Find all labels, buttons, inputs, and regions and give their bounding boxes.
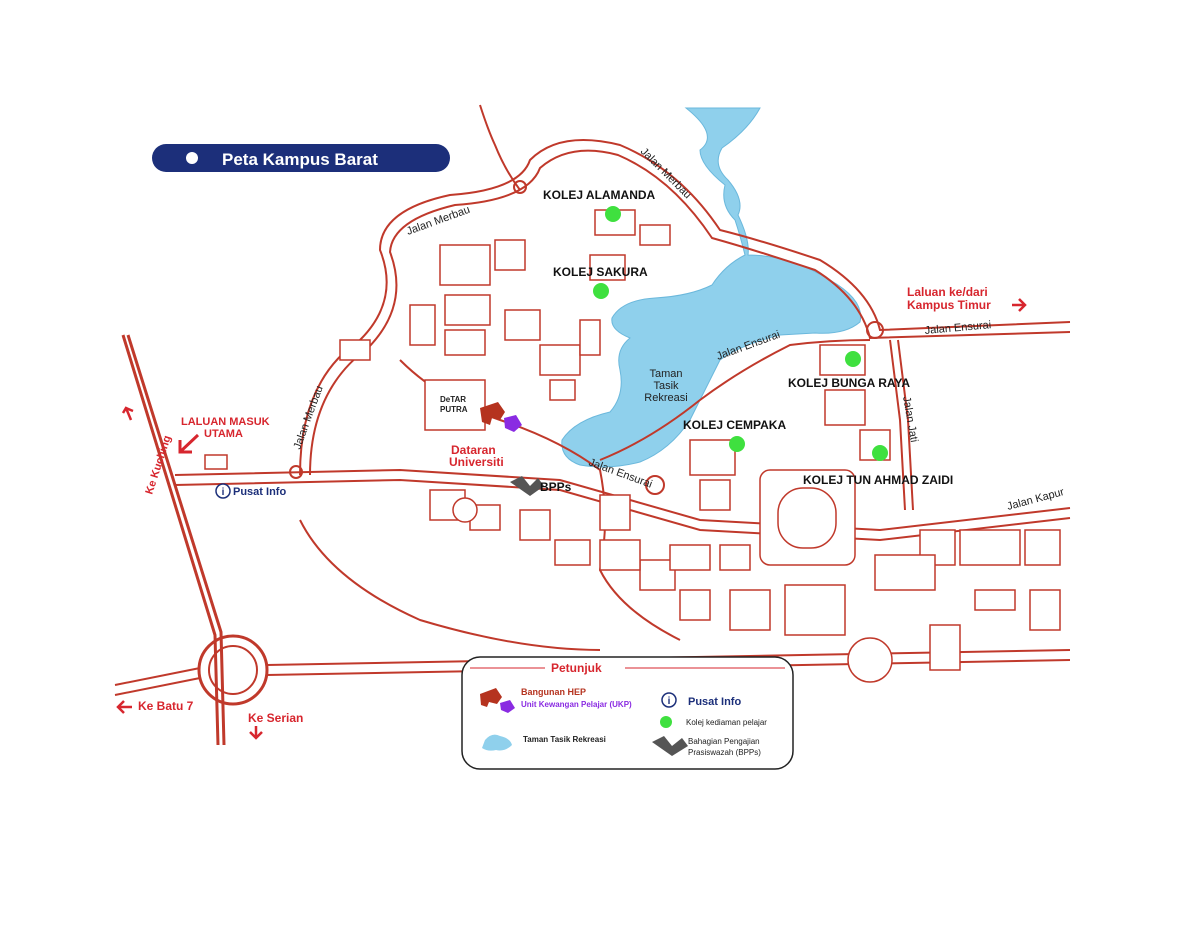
legend-kolej-icon	[660, 716, 672, 728]
ke-batu7-label: Ke Batu 7	[138, 699, 194, 713]
legend-info-icon	[661, 692, 677, 708]
svg-text:i: i	[222, 487, 225, 498]
legend-lake-icon	[482, 734, 512, 751]
label-bunga-raya[interactable]: KOLEJ BUNGA RAYA	[788, 376, 910, 390]
bullet-icon	[186, 152, 198, 164]
street-merbau-3: Jalan Merbau	[292, 384, 326, 451]
legend-bpps-line2: Prasiswazah (BPPs)	[688, 748, 761, 757]
kolej-markers	[593, 206, 888, 461]
dataran-label-line2: Universiti	[449, 455, 504, 469]
bpps-label[interactable]: BPPs	[540, 480, 572, 494]
ukp-building-icon	[504, 415, 522, 432]
legend-kolej-label: Kolej kediaman pelajar	[686, 718, 767, 727]
label-tun-ahmad-zaidi[interactable]: KOLEJ TUN AHMAD ZAIDI	[803, 473, 953, 487]
legend-tasik-label: Taman Tasik Rekreasi	[523, 735, 606, 744]
arrow-left-icon	[116, 700, 132, 714]
legend-hep-label: Bangunan HEP	[521, 687, 586, 697]
legend-title: Petunjuk	[551, 661, 602, 675]
dtar-label-line1: DeTAR	[440, 395, 466, 404]
pusat-info-label: Pusat Info	[233, 486, 286, 498]
building-blocks	[204, 209, 1061, 683]
arrow-down-icon	[249, 726, 263, 740]
legend-hep-icon	[480, 688, 502, 707]
legend-bpps-line1: Bahagian Pengajian	[688, 737, 760, 746]
info-icon	[215, 483, 231, 499]
direction-labels: LALUAN MASUK UTAMA Laluan ke/dari Kampus…	[116, 285, 1027, 740]
dtar-label-line2: PUTRA	[440, 405, 468, 414]
svg-text:i: i	[668, 696, 671, 707]
arrow-up-icon	[121, 406, 134, 421]
alamanda-marker-icon[interactable]	[605, 206, 621, 222]
label-alamanda[interactable]: KOLEJ ALAMANDA	[543, 188, 656, 202]
map-title: Peta Kampus Barat	[222, 150, 378, 169]
laluan-masuk-line2: UTAMA	[204, 428, 243, 440]
laluan-timur-line1: Laluan ke/dari	[907, 285, 988, 299]
label-cempaka[interactable]: KOLEJ CEMPAKA	[683, 418, 786, 432]
lake-label-line2: Tasik	[653, 380, 679, 392]
arrow-right-icon	[1012, 298, 1027, 312]
lake	[561, 107, 862, 468]
legend-bpps-icon	[652, 736, 688, 756]
hep-building-icon	[480, 402, 505, 425]
arrow-down-left-icon	[178, 433, 200, 454]
laluan-timur-line2: Kampus Timur	[907, 298, 991, 312]
label-sakura[interactable]: KOLEJ SAKURA	[553, 265, 648, 279]
cempaka-marker-icon[interactable]	[729, 436, 745, 452]
legend: Petunjuk Bangunan HEP Unit Kewangan Pela…	[461, 656, 794, 770]
street-jati: Jalan Jati	[900, 395, 920, 443]
bunga-raya-marker-icon[interactable]	[845, 351, 861, 367]
bpps-building-icon	[510, 476, 544, 496]
lake-label-line1: Taman	[649, 368, 682, 380]
place-labels: KOLEJ ALAMANDA KOLEJ SAKURA KOLEJ BUNGA …	[215, 188, 953, 499]
legend-ukp-icon	[500, 700, 515, 713]
sakura-marker-icon[interactable]	[593, 283, 609, 299]
lake-label-line3: Rekreasi	[644, 392, 687, 404]
tun-ahmad-zaidi-marker-icon[interactable]	[872, 445, 888, 461]
laluan-masuk-line1: LALUAN MASUK	[181, 416, 270, 428]
legend-info-label: Pusat Info	[688, 696, 741, 708]
street-ensurai-2: Jalan Ensurai	[924, 319, 991, 337]
legend-ukp-label: Unit Kewangan Pelajar (UKP)	[521, 700, 632, 709]
ke-serian-label: Ke Serian	[248, 711, 303, 725]
dataran-label-line1: Dataran	[451, 443, 496, 457]
map-title-bar: Peta Kampus Barat	[152, 144, 450, 172]
pusat-info-marker[interactable]: i Pusat Info	[215, 483, 286, 499]
